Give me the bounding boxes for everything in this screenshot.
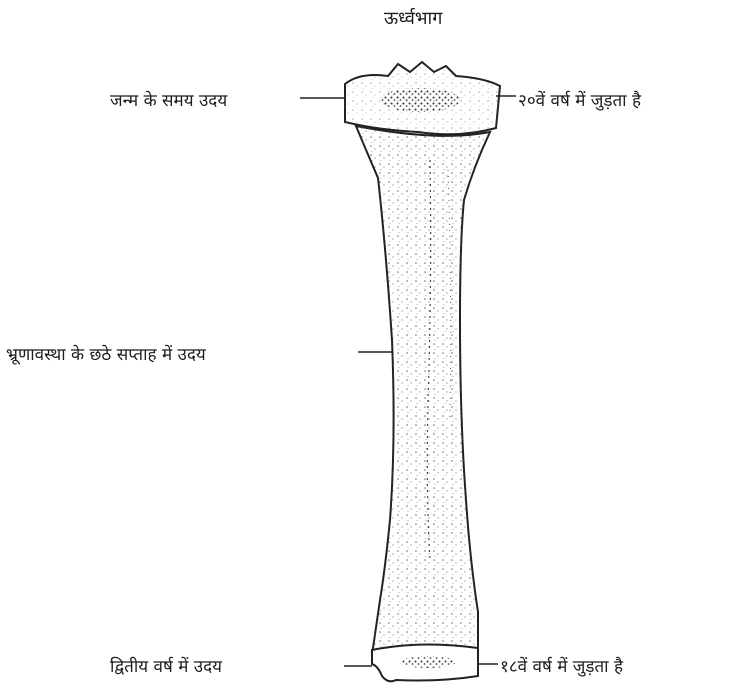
tibia-shaft <box>356 126 490 664</box>
lower-epiphysis <box>372 644 478 681</box>
upper-epiphysis <box>345 62 500 134</box>
